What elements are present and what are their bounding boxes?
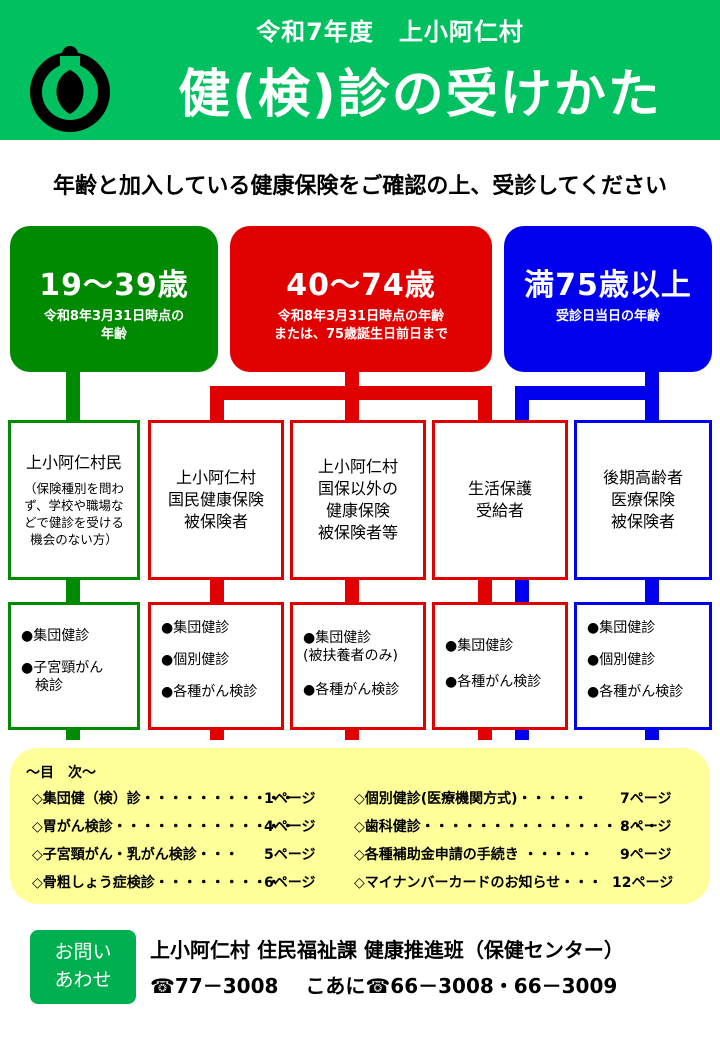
- toc-label: ◇各種補助金申請の手続き ・・・・・: [354, 847, 594, 863]
- header-subtitle: 令和7年度 上小阿仁村: [256, 18, 524, 46]
- category-title: 上小阿仁村民: [25, 453, 122, 472]
- service-item: ●各種がん検診: [161, 684, 258, 700]
- service-item: ●個別健診: [161, 652, 230, 668]
- age-group-19-39: 19～39歳 令和8年3月31日時点の 年齢: [10, 226, 218, 372]
- category-title: 後期高齢者 医療保険 被保険者: [602, 468, 683, 531]
- service-box-welfare: ●集団健診 ●各種がん検診: [432, 602, 568, 730]
- toc-page: 7ページ: [620, 791, 672, 807]
- category-note: （保険種別を問わ ず、学校や職場な どで健診を受ける 機会のない方）: [23, 481, 124, 547]
- category-box-residents: 上小阿仁村民 （保険種別を問わ ず、学校や職場な どで健診を受ける 機会のない方…: [8, 420, 140, 580]
- service-box-national-health: ●集団健診 ●個別健診 ●各種がん検診: [148, 602, 284, 730]
- age-range: 満75歳以上: [524, 268, 692, 303]
- age-group-75-plus: 満75歳以上 受診日当日の年齢: [504, 226, 712, 372]
- toc-label: ◇個別健診(医療機関方式)・・・・・: [354, 791, 588, 807]
- service-box-other-insurance: ●集団健診 (被扶養者のみ) ●各種がん検診: [290, 602, 426, 730]
- toc-item[interactable]: ◇歯科健診・・・・・・・・・・・・・・・・・: [354, 816, 659, 836]
- toc-page: 9ページ: [620, 847, 672, 863]
- page-title: 健(検)診の受けかた: [178, 65, 662, 125]
- contact-department: 上小阿仁村 住民福祉課 健康推進班（保健センター）: [150, 938, 624, 962]
- age-group-40-74: 40～74歳 令和8年3月31日時点の年齢 または、75歳誕生日前日まで: [230, 226, 492, 372]
- toc-page: 5ページ: [264, 847, 316, 863]
- instruction-text: 年齢と加入している健康保険をご確認の上、受診してください: [52, 174, 668, 199]
- toc-label: ◇子宮頸がん・乳がん検診・・・: [32, 847, 239, 863]
- toc-label: ◇マイナンバーカードのお知らせ・・・: [354, 875, 603, 891]
- age-range: 19～39歳: [39, 268, 189, 303]
- toc-page: 12ページ: [612, 875, 674, 891]
- age-note: 受診日当日の年齢: [555, 309, 660, 324]
- service-item: ●集団健診: [445, 638, 514, 654]
- toc-page: 8ページ: [620, 819, 672, 835]
- contact-badge-line1: お問い: [54, 941, 112, 963]
- service-item: ●集団健診: [587, 620, 656, 636]
- toc-label: ◇歯科健診・・・・・・・・・・・・・・・・・: [354, 819, 659, 835]
- service-item: ●集団健診 (被扶養者のみ): [303, 630, 398, 664]
- category-box-welfare: 生活保護 受給者: [432, 420, 568, 580]
- service-item: ●子宮頸がん 検診: [21, 660, 104, 694]
- connector-blue-horizontal: [515, 386, 659, 400]
- contact-badge-line2: あわせ: [54, 969, 112, 991]
- age-range: 40～74歳: [286, 268, 436, 303]
- service-box-late-elderly: ●集団健診 ●個別健診 ●各種がん検診: [574, 602, 712, 730]
- toc-page: 1ページ: [264, 791, 316, 807]
- service-item: ●集団健診: [21, 628, 90, 644]
- age-note: 令和8年3月31日時点の 年齢: [43, 309, 185, 342]
- toc-item[interactable]: ◇マイナンバーカードのお知らせ・・・: [354, 872, 602, 892]
- category-box-late-elderly: 後期高齢者 医療保険 被保険者: [574, 420, 712, 580]
- category-title: 生活保護 受給者: [467, 479, 532, 520]
- toc-item[interactable]: ◇骨粗しょう症検診・・・・・・・・・: [32, 872, 281, 892]
- village-emblem-icon: [30, 46, 110, 132]
- toc-item[interactable]: ◇集団健（検）診・・・・・・・・・・・: [32, 788, 295, 808]
- toc-page: 4ページ: [264, 819, 316, 835]
- header-banner: 令和7年度 上小阿仁村 健(検)診の受けかた: [0, 0, 720, 140]
- category-box-national-health: 上小阿仁村 国民健康保険 被保険者: [148, 420, 284, 580]
- toc-label: ◇胃がん検診・・・・・・・・・・・・・: [32, 819, 295, 835]
- service-item: ●各種がん検診: [587, 684, 684, 700]
- toc-page: 6ページ: [264, 875, 316, 891]
- contents-heading: ～目 次～: [26, 765, 96, 781]
- service-item: ●各種がん検診: [445, 674, 542, 690]
- toc-item[interactable]: ◇個別健診(医療機関方式)・・・・・: [354, 788, 588, 808]
- toc-label: ◇集団健（検）診・・・・・・・・・・・: [32, 791, 295, 807]
- toc-item[interactable]: ◇子宮頸がん・乳がん検診・・・: [32, 844, 239, 864]
- toc-label: ◇骨粗しょう症検診・・・・・・・・・: [32, 875, 281, 891]
- contact-badge: お問い あわせ: [30, 930, 136, 1004]
- service-item: ●個別健診: [587, 652, 656, 668]
- table-of-contents: ～目 次～ ◇集団健（検）診・・・・・・・・・・・ 1ページ ◇胃がん検診・・・…: [10, 748, 710, 904]
- service-item: ●集団健診: [161, 620, 230, 636]
- toc-item[interactable]: ◇各種補助金申請の手続き ・・・・・: [354, 844, 594, 864]
- toc-item[interactable]: ◇胃がん検診・・・・・・・・・・・・・: [32, 816, 295, 836]
- category-title: 上小阿仁村 国民健康保険 被保険者: [167, 468, 264, 531]
- service-box-residents: ●集団健診 ●子宮頸がん 検診: [8, 602, 140, 730]
- age-note: 令和8年3月31日時点の年齢 または、75歳誕生日前日まで: [273, 309, 449, 342]
- category-title: 上小阿仁村 国保以外の 健康保険 被保険者等: [317, 457, 398, 542]
- contact-phone-numbers[interactable]: ☎77－3008 こあに☎66－3008・66－3009: [150, 974, 618, 998]
- category-box-other-insurance: 上小阿仁村 国保以外の 健康保険 被保険者等: [290, 420, 426, 580]
- service-item: ●各種がん検診: [303, 682, 400, 698]
